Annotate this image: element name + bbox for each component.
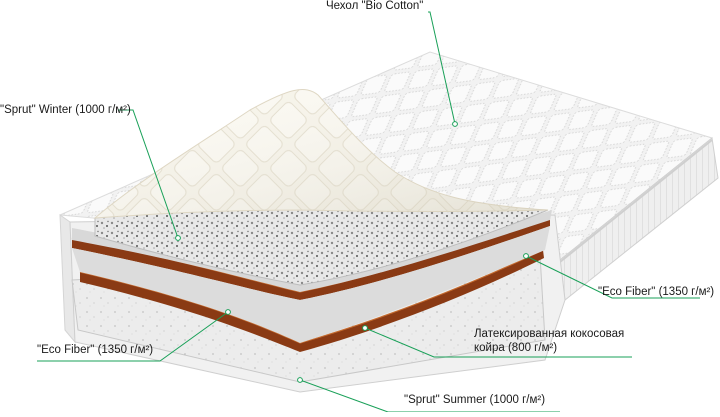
label-coconut-line2: койра (800 г/м²) (474, 342, 558, 354)
leader-cover (428, 11, 456, 125)
label-eco-fiber-right: "Eco Fiber" (1350 г/м²) (598, 286, 715, 298)
leader-eco-fiber-right (525, 255, 700, 299)
layer-coconut-strip (80, 250, 544, 352)
leader-sprut-winter (118, 109, 179, 239)
label-eco-fiber-left: "Eco Fiber" (1350 г/м²) (37, 344, 154, 356)
label-sprut-winter: "Sprut" Winter (1000 г/м²) (0, 104, 131, 116)
leader-eco-fiber-left (37, 311, 229, 362)
label-coconut-line1: Латексированная кокосовая (474, 328, 625, 340)
label-cover: Чехол "Bio Cotton" (326, 0, 424, 12)
leader-coconut (364, 327, 632, 358)
label-sprut-summer: "Sprut" Summer (1000 г/м²) (404, 394, 546, 406)
